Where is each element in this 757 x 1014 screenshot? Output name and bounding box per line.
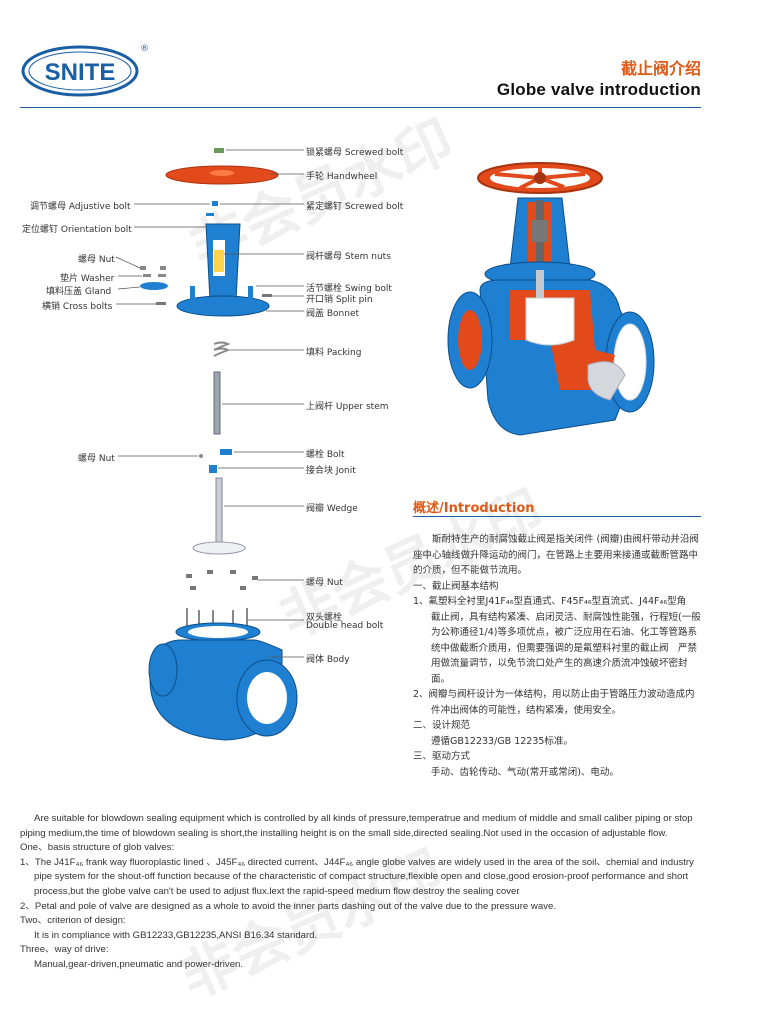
intro-paragraph: 斯耐特生产的耐腐蚀截止阀是指关闭件 (阀瓣)由阀杆带动并沿阀座中心轴线做升降运动… [413, 534, 699, 576]
part-label: 填料 Packing [306, 348, 362, 358]
brand-logo: SNITE [20, 44, 140, 98]
list-item: 手动、齿轮传动、气动(常开或常闭)、电动。 [431, 766, 619, 778]
registered-mark: ® [140, 44, 149, 54]
part-label: 紧定螺钉 Screwed bolt [306, 202, 404, 212]
part-label: 螺母 Nut [306, 578, 343, 588]
part-label: 开口销 Split pin [306, 295, 373, 305]
list-item: 遵循GB12233/GB 12235标准。 [431, 735, 573, 747]
part-label: 垫片 Washer [60, 274, 115, 284]
part-label: 填料压盖 Gland [46, 287, 112, 297]
list-item: 2、Petal and pole of valve are designed a… [20, 900, 556, 912]
header-divider [20, 107, 701, 108]
part-label: 调节螺母 Adjustive bolt [30, 202, 131, 212]
introduction-heading: 概述/Introduction [413, 501, 535, 516]
part-label: 上阀杆 Upper stem [306, 402, 389, 412]
part-label: 双头螺栓 [306, 613, 343, 623]
part-label: 阀体 Body [306, 655, 350, 665]
part-label: 螺栓 Bolt [306, 450, 345, 460]
part-label: 手轮 Handwheel [306, 172, 378, 182]
section-heading: One、basis structure of glob valves: [20, 842, 175, 854]
list-item-cont: 截止阀，具有结构紧凑、启闭灵活、耐腐蚀性能强，行程短(一般为公称通径1/4)等多… [431, 611, 701, 685]
part-label: 阀瓣 Wedge [306, 504, 358, 514]
list-item: Manual,gear-driven,pneumatic and power-d… [34, 958, 244, 970]
section-heading: Two、criterion of design: [20, 915, 126, 927]
part-label: Double head bolt [306, 621, 384, 631]
list-item: It is in compliance with GB12233,GB12235… [34, 929, 318, 941]
brand-name: SNITE [45, 59, 116, 86]
list-item: 2、阀瓣与阀杆设计为一体结构，用以防止由于管路压力波动造成内件冲出阀体的可能性，… [413, 689, 695, 716]
english-paragraph: Are suitable for blowdown sealing equipm… [20, 813, 693, 839]
part-label: 螺母 Nut [78, 255, 115, 265]
section-heading: 三、驱动方式 [413, 751, 471, 762]
part-label: 活节螺栓 Swing bolt [306, 284, 392, 294]
section-heading: 二、设计规范 [413, 720, 471, 731]
sectional-valve-illustration [447, 162, 655, 436]
introduction-body-cn: 斯耐特生产的耐腐蚀截止阀是指关闭件 (阀瓣)由阀杆带动并沿阀座中心轴线做升降运动… [413, 532, 703, 780]
part-label: 接合块 Jonit [306, 466, 356, 476]
section-heading: Three、way of drive: [20, 944, 109, 956]
part-label: 锁紧螺母 Screwed bolt [306, 148, 404, 158]
section-heading: 一、截止阀基本结构 [413, 580, 499, 592]
page-title-en: Globe valve introduction [496, 80, 701, 99]
part-label: 螺母 Nut [78, 454, 115, 464]
introduction-divider [413, 516, 701, 517]
english-description: Are suitable for blowdown sealing equipm… [20, 812, 710, 973]
list-item: 1、The J41F₄₆ frank way fluoroplastic lin… [20, 856, 694, 897]
part-label: 横销 Cross bolts [42, 302, 113, 312]
list-item: 1、氟塑料全衬里J41F₄₆型直通式、F45F₄₆型直流式、J44F₄₆型角 [413, 596, 687, 607]
part-label: 阀杆螺母 Stem nuts [306, 252, 391, 262]
part-label: 阀盖 Bonnet [306, 309, 360, 319]
page-title-cn: 截止阀介绍 [620, 59, 701, 78]
part-label: 定位螺钉 Orientation bolt [22, 225, 132, 235]
